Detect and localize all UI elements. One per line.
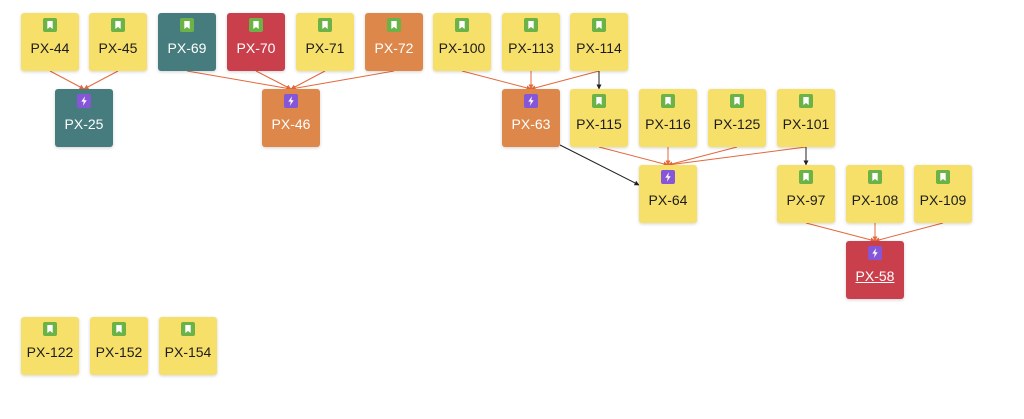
edge-px-45-to-px-25 (83, 70, 119, 90)
issue-key: PX-97 (786, 192, 826, 208)
bookmark-icon (592, 94, 606, 108)
bookmark-icon (249, 18, 263, 32)
issue-card-px-125[interactable]: PX-125 (708, 89, 766, 147)
bookmark-icon (661, 94, 675, 108)
edge-px-63-to-px-64 (559, 144, 640, 186)
edge-px-71-to-px-46 (290, 70, 326, 90)
issue-key: PX-63 (511, 116, 551, 132)
issue-key: PX-113 (508, 40, 554, 56)
issue-card-px-152[interactable]: PX-152 (90, 317, 148, 375)
lightning-icon (661, 170, 675, 184)
issue-card-px-46[interactable]: PX-46 (262, 89, 320, 147)
bookmark-icon (387, 18, 401, 32)
issue-card-px-113[interactable]: PX-113 (502, 13, 560, 71)
issue-key: PX-72 (374, 40, 414, 56)
edge-px-101-to-px-64 (667, 146, 807, 167)
issue-card-px-64[interactable]: PX-64 (639, 165, 697, 223)
issue-card-px-63[interactable]: PX-63 (502, 89, 560, 147)
issue-card-px-25[interactable]: PX-25 (55, 89, 113, 147)
issue-card-px-72[interactable]: PX-72 (365, 13, 423, 71)
issue-key: PX-64 (648, 192, 688, 208)
issue-card-px-115[interactable]: PX-115 (570, 89, 628, 147)
bookmark-icon (43, 322, 57, 336)
lightning-icon (77, 94, 91, 108)
issue-key: PX-114 (576, 40, 622, 56)
issue-key: PX-122 (26, 344, 74, 360)
bookmark-icon (455, 18, 469, 32)
bookmark-icon (180, 18, 194, 32)
issue-card-px-58[interactable]: PX-58 (846, 241, 904, 299)
bookmark-icon (181, 322, 195, 336)
issue-key: PX-69 (167, 40, 207, 56)
issue-key: PX-71 (305, 40, 345, 56)
bookmark-icon (868, 170, 882, 184)
issue-key: PX-101 (782, 116, 830, 132)
bookmark-icon (318, 18, 332, 32)
issue-card-px-101[interactable]: PX-101 (777, 89, 835, 147)
issue-card-px-44[interactable]: PX-44 (21, 13, 79, 71)
issue-key: PX-125 (713, 116, 761, 132)
issue-key: PX-46 (271, 116, 311, 132)
bookmark-icon (799, 170, 813, 184)
bookmark-icon (730, 94, 744, 108)
edge-px-72-to-px-46 (290, 70, 395, 91)
edge-px-44-to-px-25 (49, 70, 85, 90)
issue-card-px-122[interactable]: PX-122 (21, 317, 79, 375)
bookmark-icon (936, 170, 950, 184)
issue-key: PX-44 (30, 40, 70, 56)
bookmark-icon (43, 18, 57, 32)
issue-card-px-70[interactable]: PX-70 (227, 13, 285, 71)
issue-key: PX-152 (95, 344, 143, 360)
edge-px-100-to-px-63 (461, 70, 532, 91)
issue-key: PX-70 (236, 40, 276, 56)
issue-card-px-71[interactable]: PX-71 (296, 13, 354, 71)
edge-px-109-to-px-58 (874, 222, 944, 243)
lightning-icon (868, 246, 882, 260)
issue-card-px-45[interactable]: PX-45 (89, 13, 147, 71)
issue-card-px-116[interactable]: PX-116 (639, 89, 697, 147)
issue-key: PX-116 (645, 116, 691, 132)
issue-card-px-109[interactable]: PX-109 (914, 165, 972, 223)
issue-key: PX-115 (576, 116, 622, 132)
bookmark-icon (592, 18, 606, 32)
issue-key: PX-109 (919, 192, 967, 208)
issue-card-px-100[interactable]: PX-100 (433, 13, 491, 71)
lightning-icon (524, 94, 538, 108)
bookmark-icon (524, 18, 538, 32)
bookmark-icon (111, 18, 125, 32)
edge-px-125-to-px-64 (667, 146, 738, 167)
edge-px-114-to-px-63 (530, 70, 600, 91)
issue-key: PX-154 (164, 344, 212, 360)
edge-px-115-to-px-64 (598, 146, 669, 167)
edge-px-97-to-px-58 (805, 222, 876, 243)
issue-key: PX-25 (64, 116, 104, 132)
lightning-icon (284, 94, 298, 108)
issue-card-px-97[interactable]: PX-97 (777, 165, 835, 223)
edge-px-69-to-px-46 (186, 70, 292, 91)
issue-card-px-154[interactable]: PX-154 (159, 317, 217, 375)
edge-px-70-to-px-46 (255, 70, 292, 90)
issue-key[interactable]: PX-58 (855, 268, 895, 284)
issue-card-px-114[interactable]: PX-114 (570, 13, 628, 71)
issue-key: PX-108 (851, 192, 899, 208)
bookmark-icon (112, 322, 126, 336)
issue-card-px-69[interactable]: PX-69 (158, 13, 216, 71)
issue-key: PX-45 (98, 40, 138, 56)
bookmark-icon (799, 94, 813, 108)
issue-key: PX-100 (438, 40, 486, 56)
issue-card-px-108[interactable]: PX-108 (846, 165, 904, 223)
